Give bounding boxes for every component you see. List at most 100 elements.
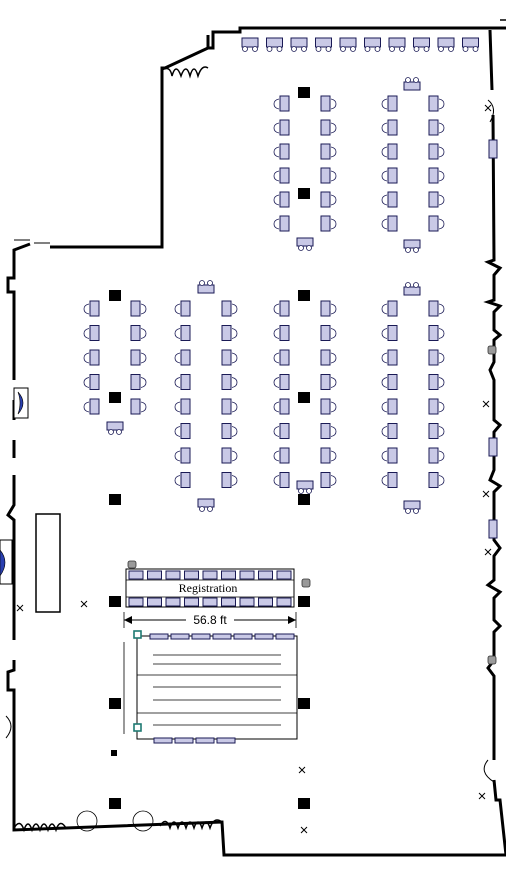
head-chair: [197, 280, 215, 294]
chair: [273, 472, 290, 488]
registration-chair: [147, 570, 162, 580]
stage-chair: [174, 737, 194, 744]
registration-chair: [258, 597, 273, 607]
chair: [428, 398, 445, 415]
chair: [320, 325, 337, 341]
chair: [428, 472, 445, 488]
stage-chair: [195, 737, 215, 744]
head-chair: [403, 500, 421, 514]
registration-chair: [147, 597, 162, 607]
head-chair: [403, 239, 421, 253]
head-chair: [197, 498, 215, 512]
chair: [174, 300, 191, 317]
registration-chair: [128, 597, 144, 607]
chair: [273, 143, 290, 160]
chair: [221, 300, 238, 317]
banquet-seating: [83, 37, 479, 514]
stage-chair: [212, 633, 232, 640]
wall-chair: [413, 37, 430, 52]
stage-platform: [111, 630, 298, 756]
floor-x-mark: [80, 600, 88, 608]
chair: [130, 398, 147, 415]
chair: [320, 300, 337, 317]
chair: [320, 215, 337, 232]
chair: [428, 374, 445, 390]
pillar: [109, 698, 121, 709]
chair: [83, 349, 100, 366]
chair: [320, 349, 337, 366]
chair: [320, 191, 337, 208]
chair: [320, 95, 337, 112]
chair: [273, 325, 290, 341]
chair: [130, 300, 147, 317]
floor-x-mark: [484, 104, 492, 112]
stage-chair: [191, 633, 211, 640]
wall-chair: [315, 37, 332, 52]
wall-chair: [462, 37, 479, 52]
head-chair: [296, 480, 314, 494]
chair: [428, 215, 445, 232]
chair: [428, 300, 445, 317]
chair: [428, 349, 445, 366]
stage-chair: [153, 737, 173, 744]
pillar: [109, 596, 121, 607]
floor-x-mark: [300, 826, 308, 834]
left-wall-features: [0, 387, 61, 613]
round-columns: [76, 810, 154, 832]
chair: [130, 374, 147, 390]
chair: [273, 349, 290, 366]
chair: [221, 423, 238, 439]
pillar: [109, 494, 121, 505]
chair: [174, 325, 191, 341]
registration-chair: [165, 570, 181, 580]
chair: [273, 300, 290, 317]
chair: [174, 472, 191, 488]
registration-chair: [221, 597, 236, 607]
chair: [428, 119, 445, 136]
registration-chair: [276, 570, 292, 580]
floor-x-mark: [484, 548, 492, 556]
registration-chair: [239, 570, 255, 580]
chair: [381, 119, 398, 136]
chair: [320, 119, 337, 136]
floor-x-mark: [482, 490, 490, 498]
registration-area: Registration: [125, 560, 311, 608]
wall-chair: [437, 37, 455, 52]
chair: [221, 447, 238, 464]
chair: [428, 167, 445, 184]
chair: [428, 325, 445, 341]
chair: [428, 95, 445, 112]
head-chair: [296, 237, 314, 251]
pillar: [298, 698, 310, 709]
stage-chair: [149, 633, 169, 640]
wall-chair: [241, 37, 259, 52]
stage-chair: [170, 633, 190, 640]
pillar: [298, 188, 310, 199]
floor-x-mark: [478, 792, 486, 800]
pillar: [298, 798, 310, 809]
wall-chair: [266, 37, 283, 52]
chair: [83, 300, 100, 317]
pillar: [109, 290, 121, 301]
registration-chair: [128, 570, 144, 580]
chair: [381, 167, 398, 184]
chair: [381, 472, 398, 488]
pillar: [298, 87, 310, 98]
chair: [174, 349, 191, 366]
pillar: [298, 494, 310, 505]
floor-x-mark: [298, 766, 306, 774]
stage-chair: [254, 633, 274, 640]
chair: [174, 447, 191, 464]
wall-chair: [388, 37, 406, 52]
chair: [273, 95, 290, 112]
registration-chair: [202, 570, 218, 580]
pillar: [298, 596, 310, 607]
chair: [381, 143, 398, 160]
chair: [273, 423, 290, 439]
registration-chair: [276, 597, 292, 607]
wall-chair: [364, 37, 381, 52]
chair: [381, 325, 398, 341]
chair: [428, 447, 445, 464]
wall-chair: [339, 37, 357, 52]
